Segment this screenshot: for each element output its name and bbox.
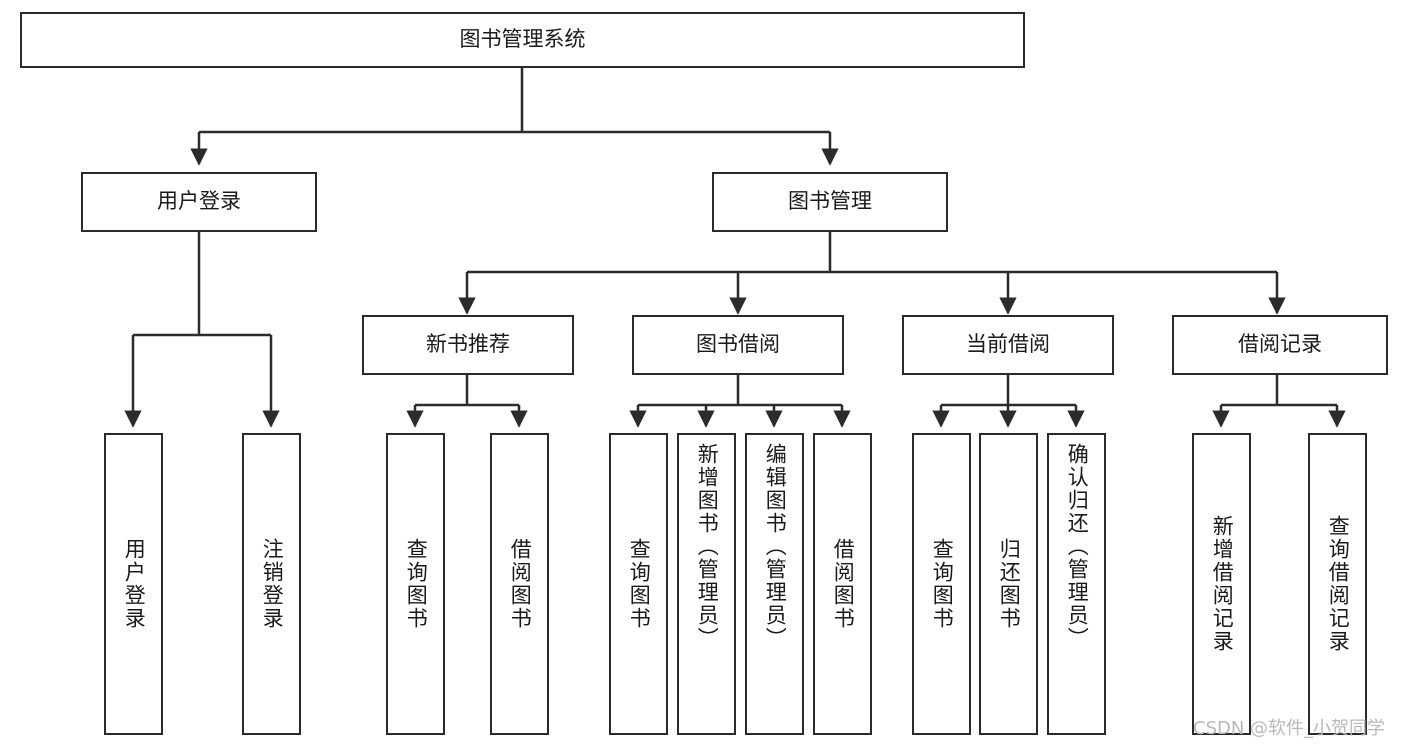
node-user-login[interactable]: 用户登录 <box>81 172 317 232</box>
leaf-current-confirm-return[interactable]: 确认归还（管理员） <box>1047 433 1106 735</box>
leaf-newbook-borrow-book-label: 借阅图书 <box>508 538 533 630</box>
node-root[interactable]: 图书管理系统 <box>20 12 1025 68</box>
node-borrow-record[interactable]: 借阅记录 <box>1172 315 1388 375</box>
leaf-borrow-query-book-label: 查询图书 <box>627 538 652 630</box>
leaf-current-query-book[interactable]: 查询图书 <box>912 433 971 735</box>
leaf-user-logout[interactable]: 注销登录 <box>242 433 301 735</box>
node-new-book-recommend[interactable]: 新书推荐 <box>362 315 574 375</box>
node-book-borrow[interactable]: 图书借阅 <box>632 315 844 375</box>
node-user-login-label: 用户登录 <box>157 189 241 214</box>
leaf-current-confirm-return-label: 确认归还（管理员） <box>1065 443 1090 650</box>
leaf-record-query-record[interactable]: 查询借阅记录 <box>1308 433 1367 735</box>
node-current-borrow-label: 当前借阅 <box>966 332 1050 357</box>
leaf-newbook-query-book[interactable]: 查询图书 <box>386 433 445 735</box>
node-borrow-record-label: 借阅记录 <box>1238 332 1322 357</box>
leaf-newbook-query-book-label: 查询图书 <box>404 538 429 630</box>
leaf-user-logout-label: 注销登录 <box>260 538 285 630</box>
node-root-label: 图书管理系统 <box>459 27 586 52</box>
csdn-watermark: CSDN @软件_小贺同学 <box>1193 718 1386 739</box>
leaf-newbook-borrow-book[interactable]: 借阅图书 <box>490 433 549 735</box>
node-book-borrow-label: 图书借阅 <box>696 332 780 357</box>
leaf-borrow-edit-book-label: 编辑图书（管理员） <box>763 443 788 650</box>
leaf-borrow-query-book[interactable]: 查询图书 <box>609 433 668 735</box>
leaf-current-return-book-label: 归还图书 <box>997 538 1022 630</box>
leaf-user-login-label: 用户登录 <box>122 538 147 630</box>
leaf-borrow-add-book-label: 新增图书（管理员） <box>695 443 720 650</box>
node-book-management-label: 图书管理 <box>788 189 872 214</box>
leaf-record-add-record-label: 新增借阅记录 <box>1210 515 1235 653</box>
leaf-current-query-book-label: 查询图书 <box>930 538 955 630</box>
node-new-book-recommend-label: 新书推荐 <box>426 332 510 357</box>
leaf-borrow-add-book[interactable]: 新增图书（管理员） <box>677 433 736 735</box>
leaf-borrow-borrow-book[interactable]: 借阅图书 <box>813 433 872 735</box>
leaf-user-login[interactable]: 用户登录 <box>104 433 163 735</box>
leaf-record-add-record[interactable]: 新增借阅记录 <box>1192 433 1251 735</box>
leaf-borrow-edit-book[interactable]: 编辑图书（管理员） <box>745 433 804 735</box>
node-current-borrow[interactable]: 当前借阅 <box>902 315 1114 375</box>
node-book-management[interactable]: 图书管理 <box>712 172 948 232</box>
leaf-record-query-record-label: 查询借阅记录 <box>1326 515 1351 653</box>
leaf-current-return-book[interactable]: 归还图书 <box>979 433 1038 735</box>
leaf-borrow-borrow-book-label: 借阅图书 <box>831 538 856 630</box>
